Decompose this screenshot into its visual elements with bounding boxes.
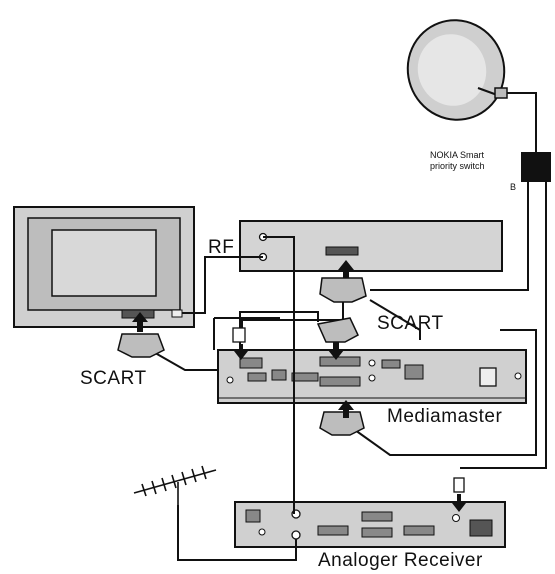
television [13, 206, 195, 328]
rf-label: RF [208, 237, 235, 258]
priority-switch [521, 152, 551, 182]
switch-label-line2: priority switch [430, 161, 485, 171]
mediamaster-device [217, 349, 527, 404]
scart-label-left: SCART [80, 368, 147, 389]
tv-antenna [133, 465, 217, 505]
cables [149, 92, 547, 561]
scart-plugs [117, 277, 465, 493]
analog-receiver-device [234, 501, 506, 548]
scart-label-top: SCART [377, 313, 444, 334]
mediamaster-label: Mediamaster [387, 406, 503, 427]
satellite-dish [406, 19, 508, 121]
connection-arrows [132, 260, 466, 512]
upper-device [239, 220, 503, 272]
analog-receiver-label: Analoger Receiver [318, 550, 483, 571]
switch-port-b-label: B [510, 182, 517, 192]
switch-label-line1: NOKIA Smart [430, 150, 485, 160]
